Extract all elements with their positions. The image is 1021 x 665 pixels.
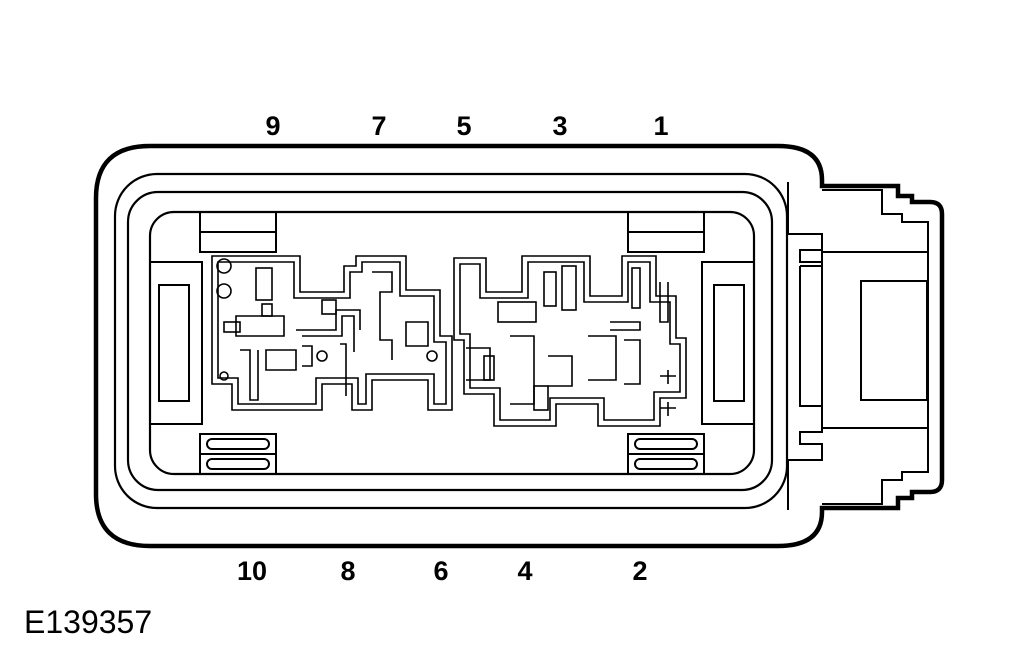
pin-label-7: 7 <box>371 111 387 141</box>
pin-label-2: 2 <box>632 556 648 586</box>
circuit-traces-left <box>211 255 453 411</box>
pin-label-5: 5 <box>456 111 472 141</box>
right-guide-block <box>701 261 755 425</box>
pin-label-4: 4 <box>517 556 533 586</box>
pin-label-6: 6 <box>433 556 449 586</box>
latch-outline <box>787 182 823 510</box>
circuit-traces-right <box>453 255 687 427</box>
top-left-key <box>199 211 277 253</box>
pin-label-1: 1 <box>653 111 669 141</box>
pin-label-9: 9 <box>265 111 281 141</box>
bottom-left-slots <box>199 433 277 475</box>
latch-window <box>860 280 928 401</box>
connector-housing-outline <box>93 143 945 549</box>
bottom-right-slots <box>627 433 705 475</box>
top-right-key <box>627 211 705 253</box>
pin-label-3: 3 <box>552 111 568 141</box>
seal-outer <box>113 172 789 510</box>
pin-label-8: 8 <box>340 556 356 586</box>
seal-inner <box>126 190 774 492</box>
figure-reference-code: E139357 <box>24 604 153 640</box>
pin-label-10: 10 <box>236 556 268 586</box>
left-guide-block <box>149 261 203 425</box>
